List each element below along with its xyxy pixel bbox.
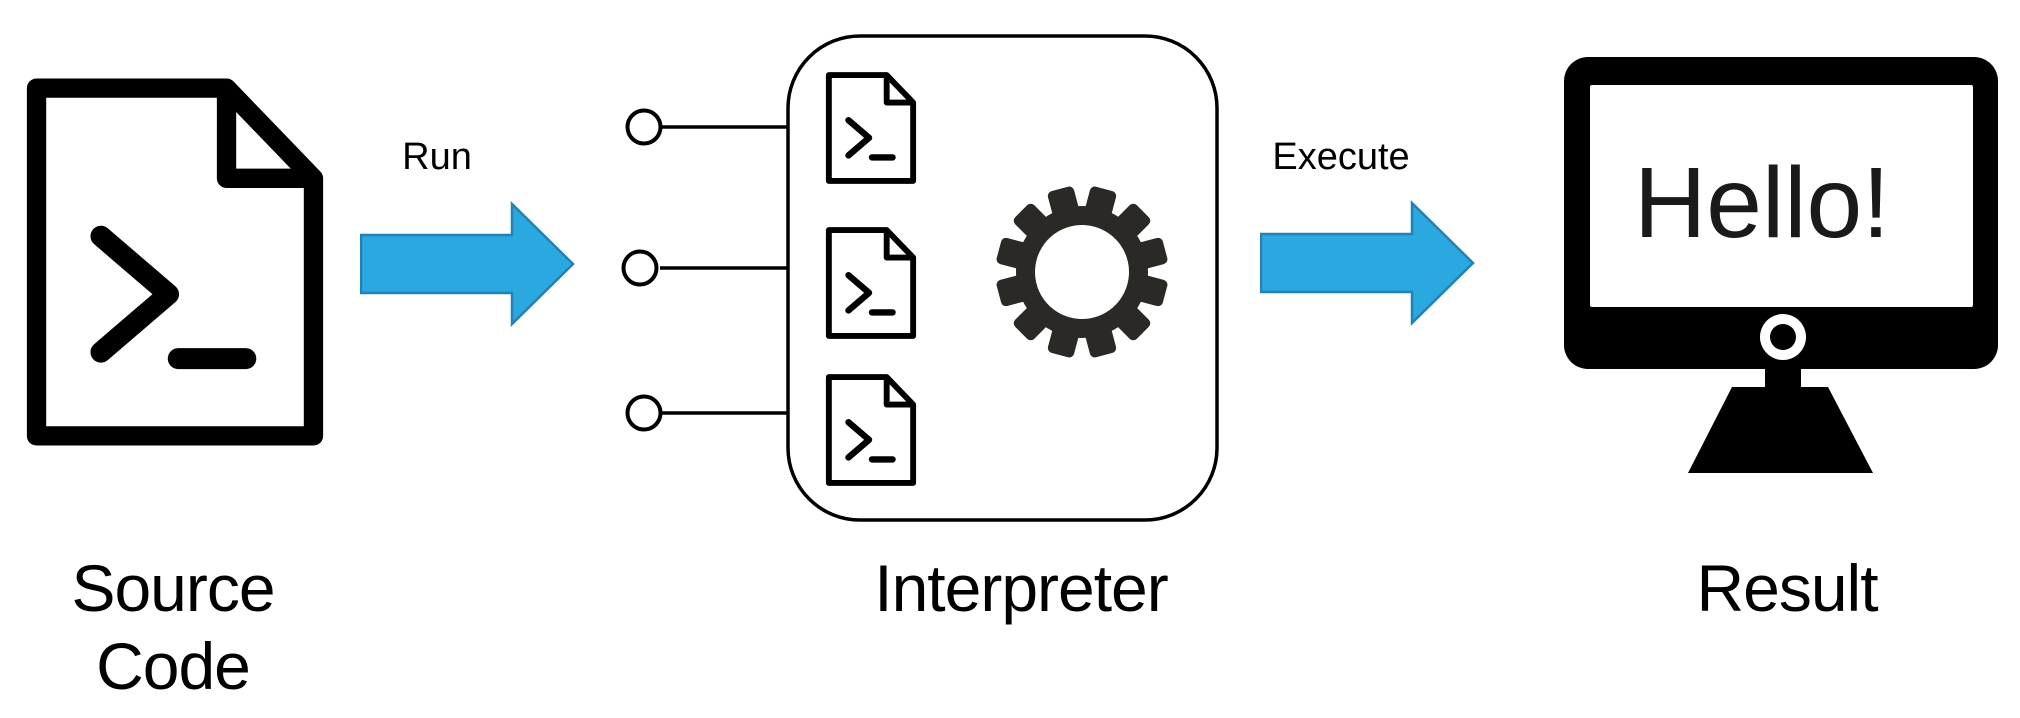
port-circle-icon	[625, 108, 663, 146]
terminal-file-icon	[829, 230, 913, 336]
source-code-label-line2: Code	[96, 629, 251, 703]
monitor-stand	[1688, 387, 1873, 473]
terminal-file-icon	[829, 377, 913, 483]
source-code-label-line1: Source	[71, 551, 275, 625]
screen-output-text: Hello!	[1634, 147, 1890, 259]
execute-block-arrow-right-icon	[1260, 201, 1475, 325]
interpreter-box	[786, 34, 1219, 522]
source-code-terminal-file-icon	[14, 65, 336, 459]
monitor-screen	[1590, 85, 1973, 307]
interpreter-input-ports	[621, 108, 790, 432]
monitor-icon: Hello!	[1564, 57, 1998, 473]
interpreter-label: Interpreter	[874, 551, 1168, 625]
block-arrow-right-icon	[1260, 201, 1475, 325]
block-arrow-right-icon	[360, 202, 575, 326]
terminal-file-icon	[829, 75, 913, 181]
result-label: Result	[1696, 551, 1878, 625]
port-circle-icon	[625, 394, 663, 432]
run-arrow-label: Run	[402, 136, 472, 178]
run-block-arrow-right-icon	[360, 202, 575, 326]
execute-arrow-label: Execute	[1272, 136, 1410, 178]
port-circle-icon	[621, 249, 659, 287]
gear-icon	[996, 186, 1168, 358]
terminal-file-icon	[37, 88, 314, 436]
source-code-label: Source Code	[0, 549, 348, 705]
monitor-power-dot-icon	[1770, 324, 1796, 350]
